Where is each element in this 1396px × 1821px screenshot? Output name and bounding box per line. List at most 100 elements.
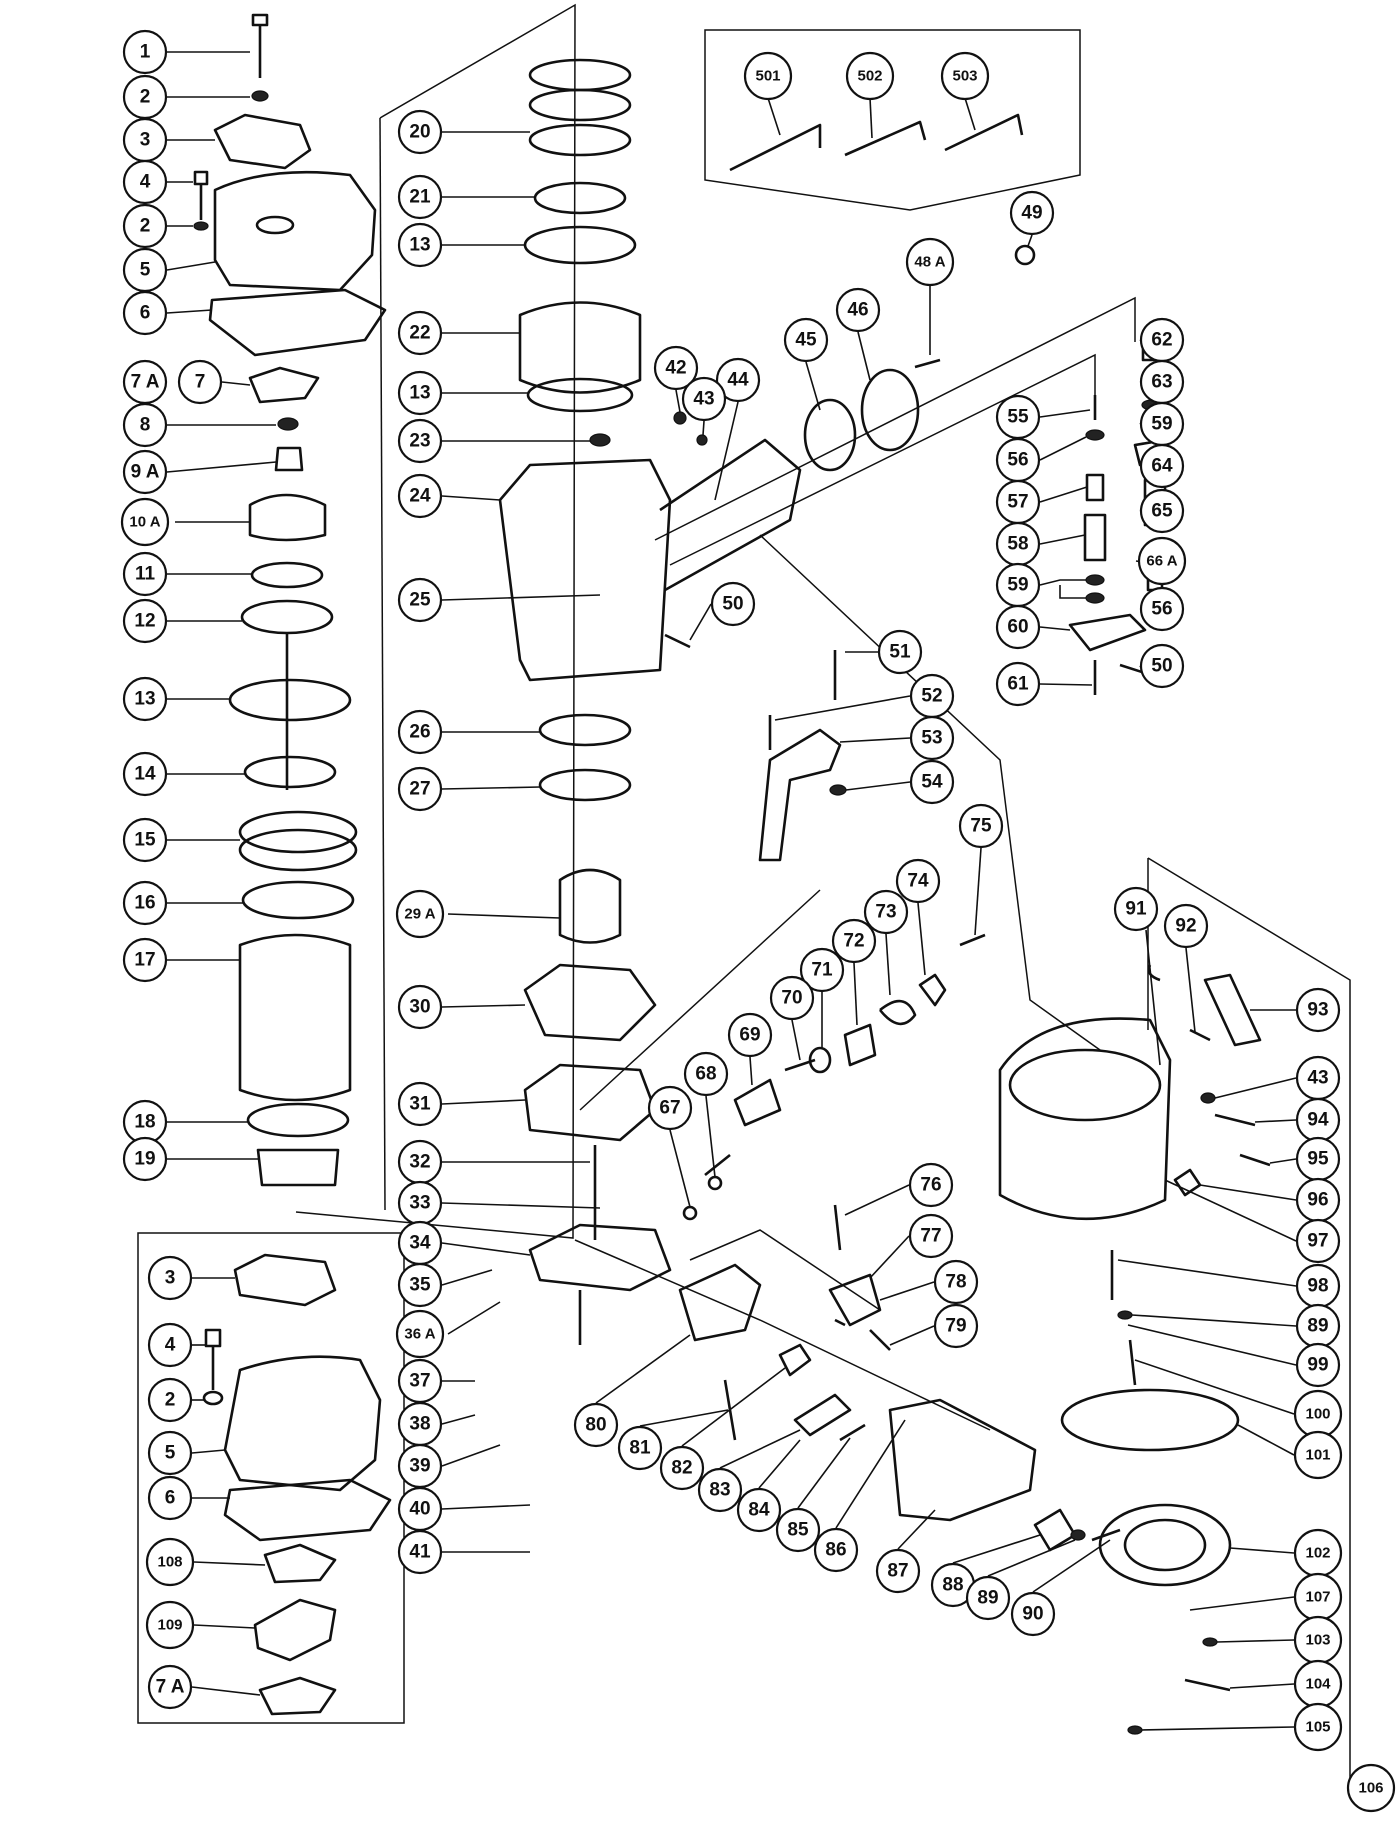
callout-label: 56	[1151, 599, 1172, 620]
callout-label: 501	[755, 68, 780, 85]
callout-label: 69	[739, 1025, 760, 1046]
callout-circle	[933, 1303, 979, 1349]
callout-3: 3	[147, 1255, 193, 1301]
callout-label: 19	[134, 1149, 155, 1170]
callout-circle	[122, 1136, 168, 1182]
callout-502: 502	[845, 51, 895, 101]
callout-21: 21	[397, 174, 443, 220]
callout-label: 2	[165, 1390, 176, 1411]
callout-circle	[743, 51, 793, 101]
callout-circle	[653, 345, 699, 391]
callout-circle	[1163, 903, 1209, 949]
callout-label: 16	[134, 893, 155, 914]
callout-label: 40	[409, 1499, 430, 1520]
callout-11: 11	[122, 551, 168, 597]
callout-label: 77	[920, 1226, 941, 1247]
callout-52: 52	[909, 673, 955, 719]
callout-78: 78	[933, 1259, 979, 1305]
callout-circle	[122, 551, 168, 597]
callout-label: 21	[409, 187, 431, 208]
callout-circle	[958, 803, 1004, 849]
callout-circle	[122, 29, 168, 75]
callout-circle	[397, 109, 443, 155]
callout-circle	[1139, 488, 1185, 534]
callout-circle	[681, 376, 727, 422]
callout-label: 36 A	[404, 1326, 435, 1343]
callout-label: 106	[1358, 1780, 1383, 1797]
callout-label: 62	[1151, 330, 1172, 351]
alternate-cap-parts	[202, 1253, 392, 1716]
callout-label: 109	[157, 1617, 182, 1634]
callout-circle	[1293, 1430, 1343, 1480]
callout-label: 100	[1305, 1406, 1330, 1423]
callout-label: 13	[409, 383, 430, 404]
callout-circle	[908, 1162, 954, 1208]
callout-89: 89	[965, 1575, 1011, 1621]
callout-label: 80	[585, 1415, 606, 1436]
callout-label: 101	[1305, 1447, 1330, 1464]
callout-81: 81	[617, 1425, 663, 1471]
callout-27: 27	[397, 766, 443, 812]
callout-circle	[147, 1475, 193, 1521]
callout-label: 65	[1151, 501, 1173, 522]
callout-circle	[147, 1322, 193, 1368]
callout-label: 97	[1307, 1231, 1328, 1252]
callout-circle	[397, 1529, 443, 1575]
callout-55: 55	[995, 394, 1041, 440]
callout-72: 72	[831, 918, 877, 964]
callout-label: 7 A	[156, 1677, 185, 1698]
callout-60: 60	[995, 604, 1041, 650]
callout-circle	[122, 598, 168, 644]
callout-circle	[397, 1081, 443, 1127]
callout-39: 39	[397, 1443, 443, 1489]
callout-circle	[395, 889, 445, 939]
callout-label: 51	[889, 642, 911, 663]
callout-87: 87	[875, 1548, 921, 1594]
callout-label: 49	[1021, 203, 1042, 224]
callout-label: 25	[409, 590, 431, 611]
callout-circle	[397, 709, 443, 755]
callout-77: 77	[908, 1213, 954, 1259]
callout-circle	[617, 1425, 663, 1471]
callout-label: 79	[945, 1316, 966, 1337]
callout-label: 103	[1305, 1632, 1330, 1649]
callout-circle	[122, 402, 168, 448]
callout-32: 32	[397, 1139, 443, 1185]
callout-label: 56	[1007, 450, 1028, 471]
callout-circle	[1009, 190, 1055, 236]
callout-85: 85	[775, 1507, 821, 1553]
callout-5: 5	[147, 1430, 193, 1476]
callout-98: 98	[1295, 1263, 1341, 1309]
callout-54: 54	[909, 759, 955, 805]
callout-75: 75	[958, 803, 1004, 849]
callout-circle	[122, 937, 168, 983]
callout-label: 83	[709, 1480, 730, 1501]
callout-label: 90	[1022, 1604, 1043, 1625]
callout-label: 61	[1007, 674, 1029, 695]
callout-circle	[863, 889, 909, 935]
callout-9a: 9 A	[122, 449, 168, 495]
callout-67: 67	[647, 1085, 693, 1131]
callout-label: 10 A	[129, 514, 160, 531]
callout-label: 81	[629, 1438, 651, 1459]
callout-circle	[397, 1262, 443, 1308]
callout-22: 22	[397, 310, 443, 356]
callout-label: 2	[140, 87, 151, 108]
callout-4: 4	[122, 159, 168, 205]
callout-label: 26	[409, 722, 430, 743]
callout-4: 4	[147, 1322, 193, 1368]
callout-8: 8	[122, 402, 168, 448]
callout-circle	[1010, 1591, 1056, 1637]
callout-label: 33	[409, 1193, 430, 1214]
callout-24: 24	[397, 473, 443, 519]
callout-circle	[783, 317, 829, 363]
hex-keys	[729, 113, 1024, 172]
callout-label: 38	[409, 1414, 430, 1435]
callout-label: 3	[140, 130, 151, 151]
callout-41: 41	[397, 1529, 443, 1575]
callout-label: 3	[165, 1268, 176, 1289]
callout-label: 68	[695, 1064, 716, 1085]
callout-label: 64	[1151, 456, 1173, 477]
magazine-parts	[998, 964, 1271, 1735]
callout-58: 58	[995, 521, 1041, 567]
